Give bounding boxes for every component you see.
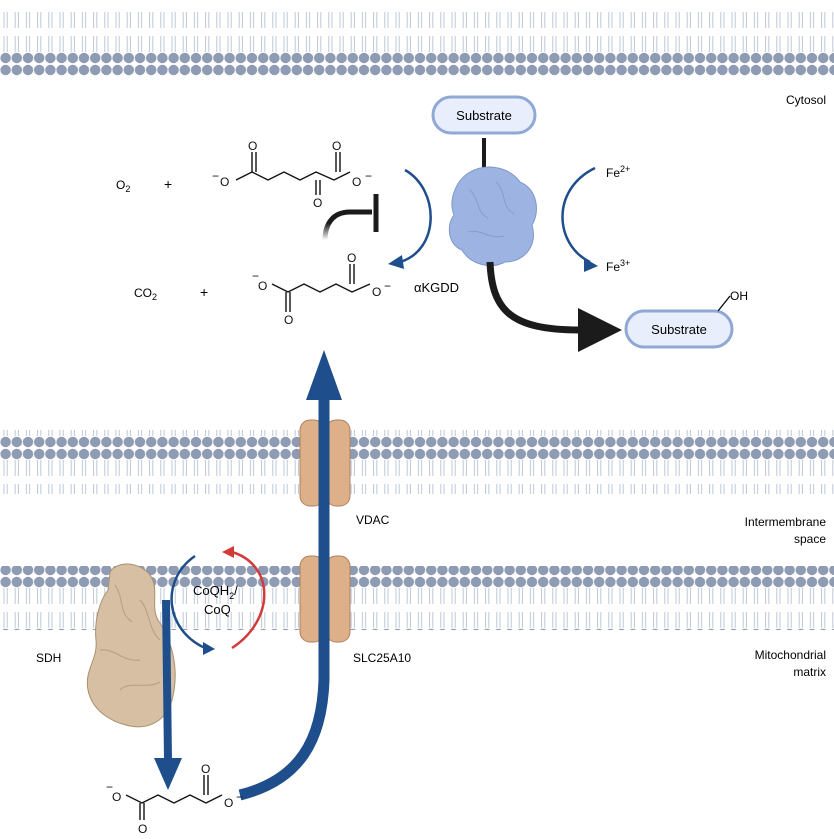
hydroxyl-bond: [717, 295, 731, 312]
cytosol-label: Cytosol: [786, 93, 826, 107]
akg-minus-right: −: [365, 169, 372, 183]
coq-cycle-arrows: [170, 546, 266, 655]
msucc-o-bottom: O: [138, 822, 147, 836]
msucc-o-top: O: [201, 762, 210, 776]
intermembrane-label-1: Intermembrane: [745, 515, 827, 529]
akgdd-label: αKGDD: [414, 280, 459, 295]
hydroxyl-label: OH: [730, 289, 748, 303]
fe3-label: Fe3+: [606, 258, 630, 274]
substrate-bottom-label: Substrate: [651, 322, 707, 337]
akg-to-succinate-arrow: [388, 168, 432, 269]
akg-o-right: O: [352, 175, 361, 189]
membrane-top: [0, 12, 834, 76]
co2-label: CO2: [134, 286, 157, 302]
coqh2-label: CoQH2/: [193, 583, 238, 601]
fe2-label: Fe2+: [606, 164, 630, 180]
matrix-label-2: matrix: [793, 665, 826, 679]
matrix-label-1: Mitochondrial: [755, 648, 826, 662]
msucc-minus-right: −: [236, 790, 243, 804]
membrane-outer-mitochondrial: [0, 430, 834, 494]
succ-o-bottom: O: [284, 313, 293, 327]
sdh-arrow: [154, 599, 182, 790]
succinate-structure-cytosol: [271, 264, 371, 312]
akgdd-protein: [448, 138, 537, 266]
succinate-export-arrow: [238, 350, 342, 801]
substrate-top-label: Substrate: [456, 108, 512, 123]
succinate-structure-matrix: [125, 775, 223, 820]
coq-label: CoQ: [204, 602, 231, 617]
succ-minus-left: −: [252, 269, 259, 283]
iron-cycle-arrow: [561, 166, 598, 272]
slc25a10-label: SLC25A10: [353, 651, 411, 665]
msucc-o-right: O: [224, 796, 233, 810]
plus-sign-2: +: [200, 284, 208, 300]
succ-o-top: O: [347, 251, 356, 265]
akg-o-keto: O: [313, 196, 322, 210]
vdac-label: VDAC: [356, 513, 390, 527]
hydroxylation-arrow: [486, 261, 622, 352]
sdh-label: SDH: [36, 651, 61, 665]
o2-label: O2: [116, 178, 130, 194]
akg-o-left: O: [220, 175, 229, 189]
akg-minus-left: −: [212, 169, 219, 183]
akg-o-top-right: O: [332, 139, 341, 153]
substrate-top-pill: [431, 95, 537, 135]
plus-sign-1: +: [164, 176, 172, 192]
msucc-o-left: O: [112, 790, 121, 804]
intermembrane-label-2: space: [794, 532, 826, 546]
akg-o-top-left: O: [248, 139, 257, 153]
sdh-protein: [86, 563, 176, 728]
inhibition-symbol: [322, 194, 379, 241]
substrate-bottom-pill: [624, 309, 734, 349]
succ-o-right: O: [372, 285, 381, 299]
succ-o-left: O: [258, 279, 267, 293]
succ-minus-right: −: [384, 279, 391, 293]
msucc-minus-left: −: [106, 780, 113, 794]
alpha-ketoglutarate-structure: [235, 152, 351, 195]
